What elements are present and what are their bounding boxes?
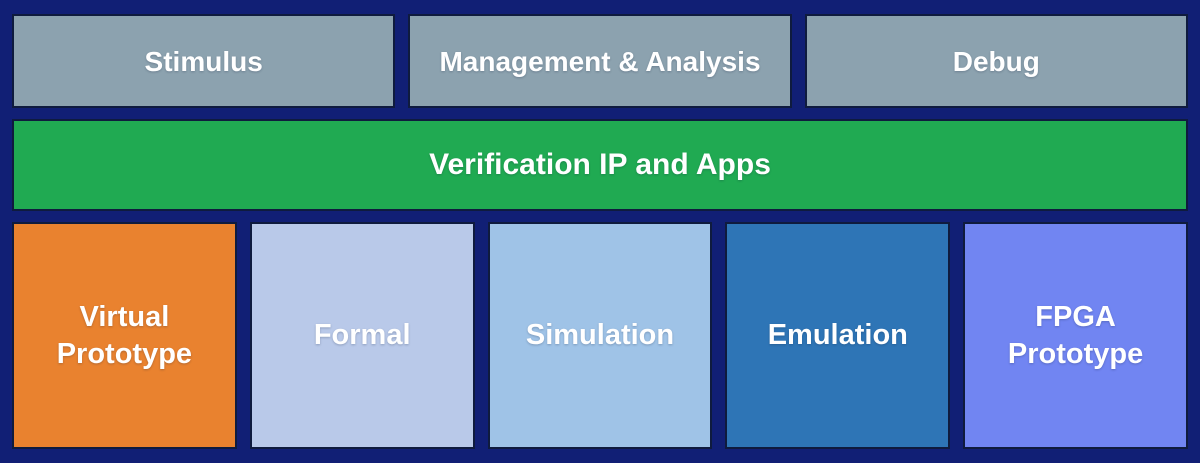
block-simulation: Simulation xyxy=(487,222,713,449)
block-fpga-prototype-label: FPGA Prototype xyxy=(1007,301,1144,370)
bottom-row: Virtual Prototype Formal Simulation Emul… xyxy=(12,222,1188,449)
block-formal-label: Formal xyxy=(313,319,411,352)
block-debug: Debug xyxy=(804,14,1188,108)
block-simulation-label: Simulation xyxy=(525,319,675,352)
block-emulation: Emulation xyxy=(725,222,951,449)
block-management-analysis-label: Management & Analysis xyxy=(439,45,761,77)
block-fpga-prototype: FPGA Prototype xyxy=(963,222,1188,449)
block-formal: Formal xyxy=(249,222,475,449)
block-virtual-prototype: Virtual Prototype xyxy=(12,222,237,449)
bar-verification-ip-and-apps: Verification IP and Apps xyxy=(12,119,1188,211)
block-virtual-prototype-label: Virtual Prototype xyxy=(56,301,193,370)
block-management-analysis: Management & Analysis xyxy=(408,14,792,108)
block-stimulus-label: Stimulus xyxy=(144,45,263,77)
block-debug-label: Debug xyxy=(952,45,1040,77)
top-row: Stimulus Management & Analysis Debug xyxy=(12,14,1188,108)
block-emulation-label: Emulation xyxy=(767,319,908,352)
block-stimulus: Stimulus xyxy=(12,14,396,108)
bar-verification-ip-and-apps-label: Verification IP and Apps xyxy=(429,148,771,182)
